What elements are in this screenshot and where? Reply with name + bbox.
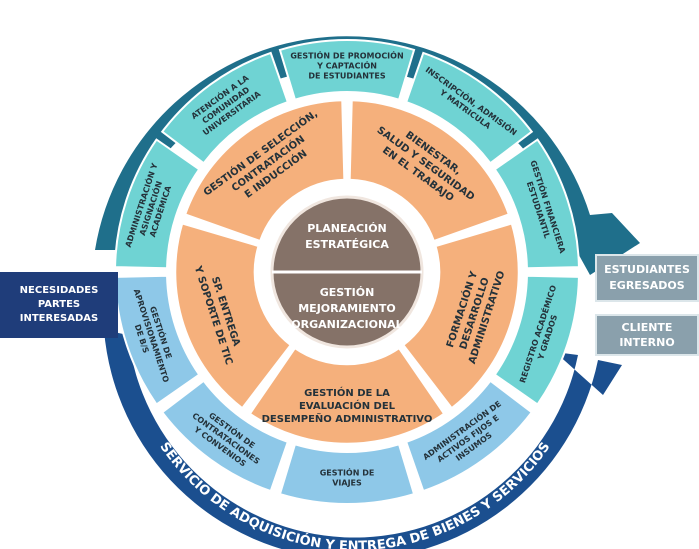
middle-ring-label-4-line-3: DESEMPEÑO ADMINISTRATIVO <box>262 412 433 425</box>
center-bottom-line-1: GESTIÓN <box>320 286 375 299</box>
outer-ring-label-1-line-3: DE ESTUDIANTES <box>308 72 385 81</box>
client-label: CLIENTE <box>621 321 673 334</box>
middle-ring-shape-1 <box>183 98 346 243</box>
middle-ring-label-4-line-1: GESTIÓN DE LA <box>304 386 390 399</box>
outer-ring-label-1-line-2: Y CAPTACIÓN <box>316 60 377 71</box>
internal-label: INTERNO <box>619 336 675 349</box>
outer-ring-shape-8 <box>114 274 201 406</box>
outer-ring-label-6-line-2: VIAJES <box>332 479 362 488</box>
center-bottom-line-3: ORGANIZACIONAL <box>291 318 402 331</box>
center-circle: PLANEACIÓN ESTRATÉGICA GESTIÓN MEJORAMIE… <box>270 195 424 349</box>
bottom-arc-band <box>104 330 622 549</box>
center-top-line-1: PLANEACIÓN <box>307 222 387 235</box>
outer-ring-shape-5 <box>404 379 534 493</box>
outer-ring-label-6-line-1: GESTIÓN DE <box>320 467 375 478</box>
middle-ring-label-4-line-2: EVALUACIÓN DEL <box>299 399 396 412</box>
center-bottom-line-2: MEJORAMIENTO <box>298 302 396 315</box>
graduates-label: EGRESADOS <box>609 279 685 292</box>
outer-ring-shape-4 <box>493 274 580 406</box>
stakeholder-needs-box: NECESIDADES PARTES INTERESADAS <box>0 272 118 338</box>
middle-ring-shape-2 <box>348 98 511 243</box>
center-top-line-2: ESTRATÉGICA <box>305 238 389 251</box>
outer-ring-shape-2 <box>404 51 534 165</box>
middle-ring-shape-3 <box>401 221 521 411</box>
students-graduates-box: ESTUDIANTES EGRESADOS <box>595 254 699 302</box>
students-label: ESTUDIANTES <box>604 263 690 276</box>
internal-client-box: CLIENTE INTERNO <box>595 314 699 356</box>
middle-ring-shape-5 <box>173 221 293 411</box>
stakeholder-needs-label: NECESIDADES PARTES INTERESADAS <box>19 285 99 324</box>
outer-ring-label-1-line-1: GESTIÓN DE PROMOCIÓN <box>290 50 403 61</box>
outer-ring-shape-6 <box>278 443 416 505</box>
middle-ring-shape-4 <box>247 346 447 446</box>
outer-ring-shape-1 <box>278 39 416 101</box>
outer-ring-shape-9 <box>114 138 201 270</box>
outer-ring-shape-10 <box>160 51 290 165</box>
outer-ring-shape-7 <box>160 379 290 493</box>
outer-ring-shape-3 <box>493 138 580 270</box>
